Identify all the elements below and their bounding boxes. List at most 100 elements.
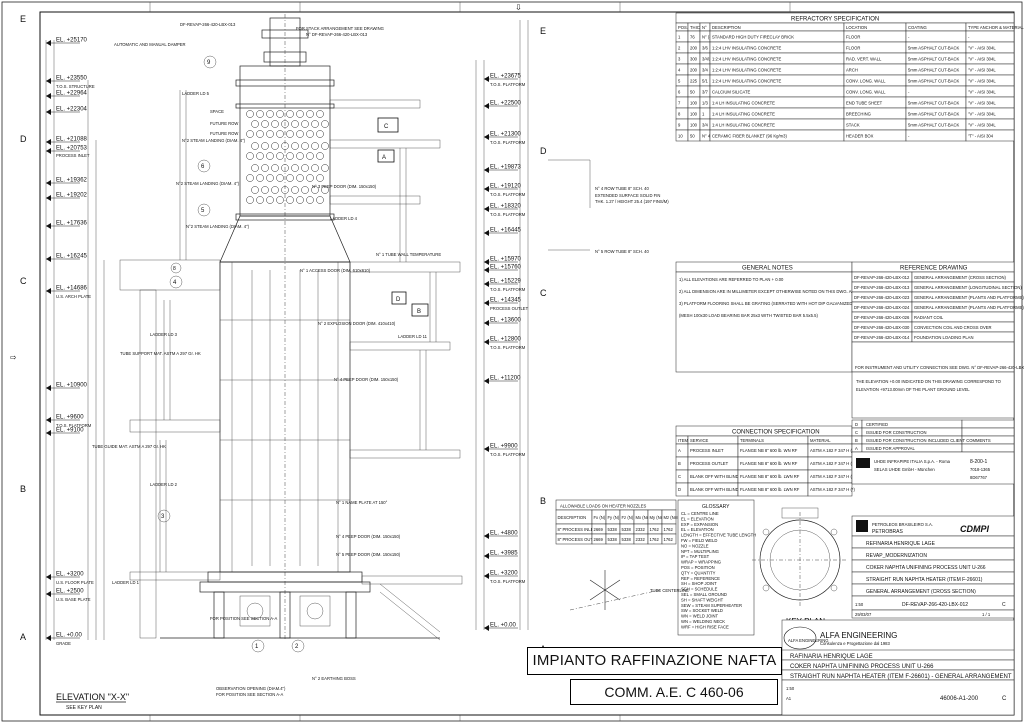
refractory-cell: 200 — [690, 68, 698, 73]
callout: N° 5 PEEP DOOR (DIM. 150x150) — [336, 552, 401, 557]
callout: FUTURE ROW — [210, 131, 238, 136]
connection-header: SERVICE — [690, 438, 709, 443]
loads-header: Mz (Nm) — [664, 515, 681, 520]
refractory-cell: 3 — [678, 57, 681, 62]
refractory-cell: 6 — [678, 90, 681, 95]
elevation-note: PROCESS OUTLET — [490, 306, 529, 311]
glossary-item: NPT = MULTIPLING — [681, 549, 719, 554]
glossary-item: SEL = SMALL GROUND — [681, 592, 727, 597]
callout: N° 4 ROW TUBE 8" SCH. 40 — [595, 186, 649, 191]
balloon-6: 6 — [201, 164, 205, 170]
refractory-cell: - — [908, 134, 910, 139]
elevation-mark: EL. +0.00 — [490, 623, 517, 629]
elevation-note: T.O.S. PLATFORM — [490, 212, 526, 217]
elevation-mark: EL. +15760 — [490, 265, 522, 271]
reference-number: DF-REVAP-266-420-LBX-014 — [854, 335, 910, 340]
title-line: COKER NAPHTA UNIFINING PROCESS UNIT U-26… — [866, 565, 986, 571]
refractory-header: N° — [702, 25, 707, 30]
callout: TUBE GUIDE MAT. ASTM A 297 Gr. HK — [92, 444, 166, 449]
loads-cell: 5338 — [622, 537, 632, 542]
refractory-header: LOCATION — [846, 25, 867, 30]
top-center-arrow: ⇩ — [515, 3, 522, 12]
loads-cell: 8" PROCESS OUTLET — [558, 537, 602, 542]
refractory-cell: CONV. LONG. WALL — [846, 90, 886, 95]
callout: N°2 STEAM LANDING (DIAM. 4") — [186, 224, 250, 229]
alfa-title-line: STRAIGHT RUN NAPHTA HEATER (ITEM F-26601… — [790, 674, 1012, 680]
glossary-item: WN = WELD JOINT — [681, 614, 719, 619]
glossary-item: QTY = QUANTITY — [681, 570, 716, 575]
elevation-mark: EL. +20753 — [56, 146, 88, 152]
callout: N° DF-REVAP-266-420-LBX-013 — [306, 32, 368, 37]
refractory-cell: CERAMIC FIBER BLANKET (96 Kg/m3) — [712, 134, 787, 139]
commessa-number: COMM. A.E. C 460-06 — [570, 679, 778, 705]
loads-header: Fz (N) — [622, 515, 634, 520]
loads-header: DESCRIPTION — [558, 515, 587, 520]
refractory-cell: 100 — [690, 101, 698, 106]
glossary-item: POS = POSITION — [681, 565, 715, 570]
reference-title: REFERENCE DRAWING — [900, 266, 968, 272]
scale: 1:50 — [855, 602, 864, 607]
section-letter: D — [540, 146, 547, 156]
connection-cell: A — [678, 448, 681, 453]
refractory-cell: - — [908, 35, 910, 40]
glossary-item: SCH = SCHEDULE — [681, 587, 718, 592]
reference-number: DF-REVAP-266-420-LBX-026 — [854, 315, 910, 320]
nozzle-d-tag: D — [396, 297, 401, 303]
connection-cell: FLANGE NB 8" 600 lb. WN RF — [740, 461, 798, 466]
refractory-header: COATING — [908, 25, 927, 30]
glossary-item: NO = NOZZLE — [681, 543, 709, 548]
general-note: (MESH 100x30 LOAD BEARING BAR 25x3 WITH … — [679, 313, 818, 318]
alfa-scale: 1:50 — [786, 686, 795, 691]
sheet: 1 / 1 — [982, 612, 991, 617]
refractory-cell: "V" - AISI 304L — [968, 46, 996, 51]
elevation-note: T.O.S. PLATFORM — [490, 452, 526, 457]
refractory-cell: 3/4 — [702, 123, 708, 128]
uhde-name: UHDE INFRAPIPE ITALIA S.p.A. - Roma — [874, 459, 951, 464]
elevation-mark: EL. +10900 — [56, 383, 88, 389]
zone-ticks — [149, 2, 791, 721]
connection-cell: D — [678, 487, 681, 492]
glossary-item: SH = SHAFT WEIGHT — [681, 597, 724, 602]
general-notes-title: GENERAL NOTES — [742, 266, 793, 272]
rev-letter: D — [855, 422, 858, 427]
refractory-cell: 5mm ASPHALT CUT-BACK — [908, 68, 959, 73]
glossary-item: REF = REFERENCE — [681, 576, 720, 581]
callout: N° 1 TUBE WALL TEMPERATURE — [376, 252, 441, 257]
callout: OBSERVATION OPENING (DIAM.4") — [216, 686, 286, 691]
instrument-note: FOR INSTRUMENT AND UTILITY CONNECTION SE… — [855, 365, 1024, 370]
reference-number: DF-REVAP-266-420-LBX-023 — [854, 295, 910, 300]
elevation-mark: EL. +3985 — [490, 551, 518, 557]
refractory-cell: 5mm ASPHALT CUT-BACK — [908, 57, 959, 62]
elevation-mark: EL. +15229 — [490, 279, 522, 285]
connection-cell: B — [678, 461, 681, 466]
connection-cell: FLANGE NB 8" 600 lb. LWN RF — [740, 474, 800, 479]
connection-cell: BLANK OFF WITH BLIND FLANGE — [690, 487, 757, 492]
elevation-view-title: ELEVATION "X-X" — [56, 692, 129, 702]
contractor-logo: CDMPI — [960, 524, 989, 534]
elevation-mark: EL. +2500 — [56, 589, 84, 595]
refractory-cell: - — [968, 35, 970, 40]
elevation-note: T.O.S. PLATFORM — [490, 82, 526, 87]
refractory-cell: 2 — [678, 46, 681, 51]
elevation-mark: EL. +9900 — [490, 444, 518, 450]
callout: N° 5 ROW TUBE 8" SCH. 40 — [595, 249, 649, 254]
glossary-item: LENGTH = EFFECTIVE TUBE LENGTH — [681, 533, 756, 538]
title-line: GENERAL ARRANGEMENT (CROSS SECTION) — [866, 589, 976, 595]
refractory-cell: 5mm ASPHALT CUT-BACK — [908, 79, 959, 84]
callout: N° 4 PEEP DOOR (DIM. 150x150) — [336, 534, 401, 539]
refractory-cell: 100 — [690, 123, 698, 128]
reference-desc: RADIANT COIL — [914, 315, 944, 320]
refractory-cell: "V" - AISI 304L — [968, 79, 996, 84]
loads-title: ALLOWABLE LOADS ON HEATER NOZZLES — [560, 504, 647, 509]
loads-header: Fy (N) — [608, 515, 620, 520]
paper-size: A1 — [786, 696, 792, 701]
connection-cell: ASTM A 182 F 347 H (*) — [810, 474, 856, 479]
elevation-mark: EL. +13600 — [490, 318, 522, 324]
refractory-cell: 225 — [690, 79, 698, 84]
title-line: REVAP_MODERNIZATION — [866, 553, 927, 559]
